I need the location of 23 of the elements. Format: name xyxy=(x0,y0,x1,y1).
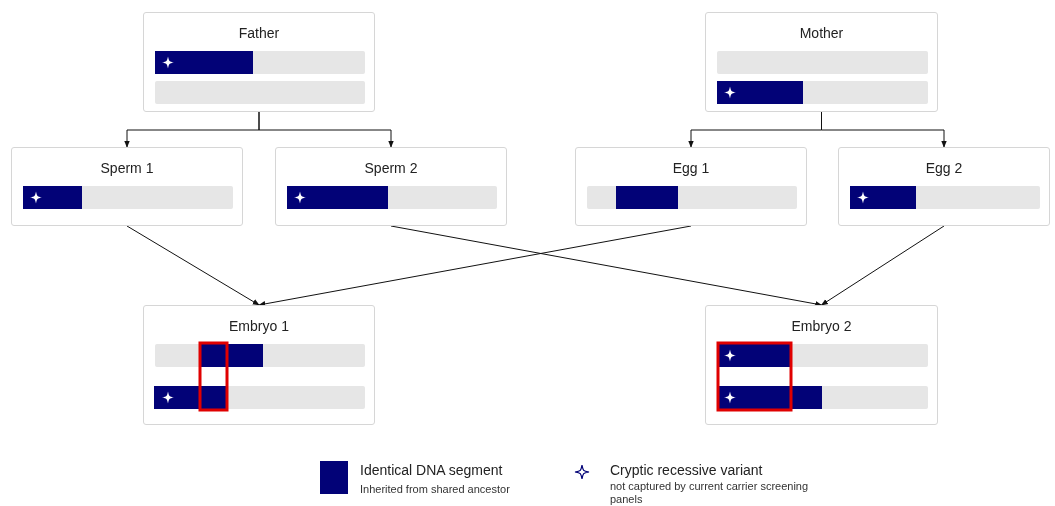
card xyxy=(143,305,375,425)
legend-label: Cryptic recessive variant xyxy=(610,462,763,479)
node-title: Embryo 2 xyxy=(791,318,852,335)
card xyxy=(275,147,507,226)
card xyxy=(11,147,243,226)
legend-note: Inherited from shared ancestor xyxy=(360,483,511,496)
legend-label: Identical DNA segment xyxy=(360,462,503,479)
node-title: Father xyxy=(238,25,280,42)
card xyxy=(143,12,375,112)
card xyxy=(705,305,938,425)
card xyxy=(705,12,938,112)
node-title: Egg 1 xyxy=(672,160,710,177)
arrow xyxy=(126,225,260,306)
legend-note: not captured by current carrier screening panels xyxy=(610,480,810,506)
card xyxy=(838,147,1050,226)
node-title: Mother xyxy=(799,25,844,42)
node-title: Sperm 1 xyxy=(100,160,154,177)
card xyxy=(575,147,807,226)
arrow xyxy=(258,111,394,148)
node-title: Sperm 2 xyxy=(364,160,418,177)
node-title: Embryo 1 xyxy=(229,318,289,335)
node-title: Egg 2 xyxy=(925,160,963,177)
arrow xyxy=(820,225,945,306)
